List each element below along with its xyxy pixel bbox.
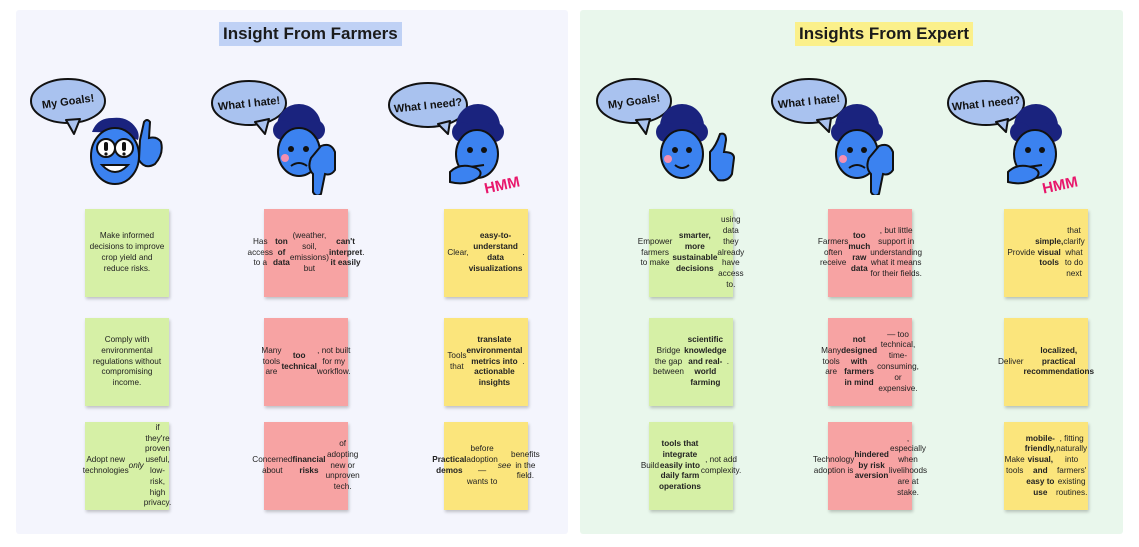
sticky-note: Tools that translate environmental metri… <box>444 318 528 406</box>
sticky-note: Many tools are not designed with farmers… <box>821 318 919 406</box>
sticky-note: Concerned about financial risks of adopt… <box>252 422 360 510</box>
sticky-note: Comply with environmental regulations wi… <box>85 318 169 406</box>
avatar-farmer-need: What I need? HMM <box>382 70 532 195</box>
sticky-note: Has access to a ton of data (weather, so… <box>248 209 364 297</box>
sticky-note: Many tools are too technical, not built … <box>261 318 351 406</box>
sticky-note: Clear, easy-to-understand data visualiza… <box>444 209 528 297</box>
hmm-label: HMM <box>1041 173 1080 195</box>
sad-face-icon <box>273 104 336 195</box>
avatar-expert-goals: My Goals! <box>590 70 740 195</box>
thinking-face-icon: HMM <box>449 104 522 195</box>
sticky-note: Technology adoption is hindered by risk … <box>813 422 927 510</box>
sticky-note: Provide simple, visual tools that clarif… <box>1004 209 1088 297</box>
avatar-expert-hate: What I hate! <box>765 70 915 195</box>
speech-bubble-icon: What I hate! <box>211 80 287 135</box>
hmm-label: HMM <box>483 173 522 195</box>
sticky-note: Make tools mobile-friendly, visual, and … <box>1004 422 1088 510</box>
thumbs-down-face-icon <box>831 104 894 195</box>
speech-bubble-icon: My Goals! <box>596 78 672 135</box>
speech-bubble-icon: What I need? <box>947 80 1025 133</box>
avatar-farmer-goals: My Goals! <box>22 70 172 195</box>
expert-panel-title: Insights From Expert <box>795 22 974 46</box>
speech-bubble-icon: My Goals! <box>30 78 106 135</box>
avatar-farmer-hate: What I hate! <box>205 70 355 195</box>
sticky-note: Empower farmers to make smarter, more su… <box>638 209 744 297</box>
farmers-panel-title: Insight From Farmers <box>219 22 402 46</box>
sticky-note: Farmers often receive too much raw data,… <box>818 209 922 297</box>
excited-face-icon <box>90 117 163 185</box>
sticky-note: Adopt new technologies only if they're p… <box>83 422 171 510</box>
speech-bubble-icon: What I hate! <box>771 78 847 133</box>
sticky-note: Deliver localized, practical recommendat… <box>998 318 1094 406</box>
sticky-note: Bridge the gap between scientific knowle… <box>649 318 733 406</box>
thumbs-up-face-icon <box>656 104 736 182</box>
speech-bubble-icon: What I need? <box>388 82 468 135</box>
thinking-face-icon: HMM <box>1007 104 1080 195</box>
sticky-note: Build tools that integrate easily into d… <box>641 422 741 510</box>
sticky-note: Practical demos before adoption — wants … <box>432 422 540 510</box>
sticky-note: Make informed decisions to improve crop … <box>85 209 169 297</box>
avatar-expert-need: What I need? HMM <box>940 70 1090 195</box>
